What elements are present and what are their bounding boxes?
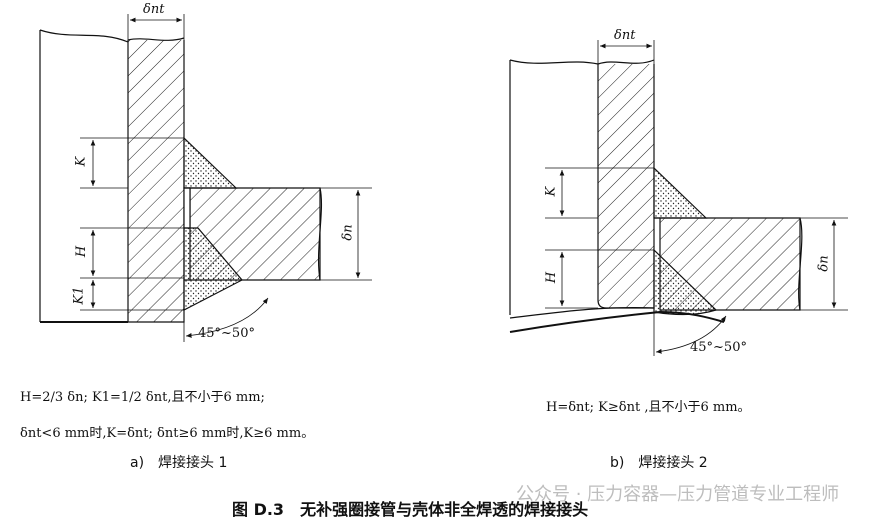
a-lower-weld <box>183 227 243 311</box>
watermark: 公众号 · 压力容器—压力管道专业工程师 <box>516 484 840 505</box>
a-dim-right-label: δn <box>340 224 356 241</box>
b-subcaption: b) 焊接接头 2 <box>610 455 708 471</box>
b-formula-line1: H=δnt; K≥δnt ,且不小于6 mm。 <box>546 400 751 415</box>
a-label-h: H <box>74 245 90 258</box>
diagram-b <box>509 40 848 356</box>
a-upper-weld <box>183 136 238 189</box>
figure-caption: 图 D.3 无补强圈接管与壳体非全焊透的焊接接头 <box>232 500 589 519</box>
a-subcaption: a) 焊接接头 1 <box>130 455 228 471</box>
a-label-k: K <box>73 156 89 167</box>
a-formula-line1: H=2/3 δn; K1=1/2 δnt,且不小于6 mm; <box>20 390 265 405</box>
b-angle-label: 45°~50° <box>690 340 747 355</box>
b-nozzle-wall <box>597 64 655 309</box>
a-dim-top-label: δnt <box>143 2 165 17</box>
a-nozzle-wall <box>127 40 185 323</box>
b-label-k: K <box>543 186 559 197</box>
b-dim-top-label: δnt <box>614 28 636 43</box>
diagram-a <box>39 14 372 342</box>
a-formula-line2: δnt<6 mm时,K=δnt; δnt≥6 mm时,K≥6 mm。 <box>20 426 315 441</box>
a-angle-label: 45°~50° <box>198 326 255 341</box>
b-dim-right-label: δn <box>816 255 832 272</box>
a-label-k1: K1 <box>71 286 87 305</box>
b-label-h: H <box>544 271 560 284</box>
b-upper-weld <box>653 166 708 219</box>
